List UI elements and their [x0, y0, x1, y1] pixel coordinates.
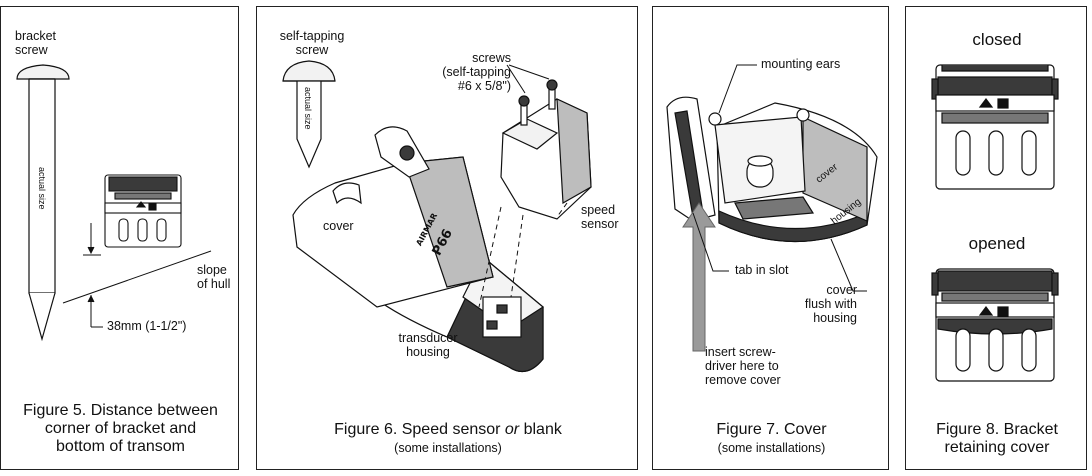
bracket-screw-illustration	[16, 64, 70, 342]
speed-sensor-label: speed sensor	[581, 203, 619, 231]
slope-of-hull-label: slope of hull	[197, 263, 231, 291]
actual-size-label-fig6: actual size	[303, 87, 313, 130]
figure-6-drawing	[282, 60, 592, 373]
bracket-screw-label: bracket screw	[15, 29, 56, 57]
caption-or: or	[504, 421, 520, 438]
cover-label: cover	[323, 219, 354, 233]
hull-slope-dimension	[62, 223, 212, 328]
mounting-ears-label: mounting ears	[761, 57, 841, 71]
caption-sub: (some installations)	[394, 441, 502, 455]
figure-7-panel: mounting ears cover housing tab in slot …	[652, 6, 889, 470]
figure-8-panel: closed opened Figure 8. Bracket retainin…	[905, 6, 1087, 470]
transducer-housing-label: transducer housing	[398, 331, 458, 359]
figure-7-caption: Figure 7. Cover (some installations)	[659, 421, 884, 457]
self-tapping-screw-illustration	[282, 60, 336, 169]
caption-part-2: blank	[519, 421, 562, 438]
figure-5-caption: Figure 5. Distance between corner of bra…	[23, 402, 218, 455]
bracket-opened-illustration	[931, 268, 1059, 382]
cover-illustration	[292, 126, 494, 308]
figure-8-caption: Figure 8. Bracket retaining cover	[936, 421, 1058, 456]
cover-flush-label: cover flush with housing	[804, 283, 857, 325]
figure-7-drawing	[666, 64, 878, 352]
caption-part-1: Figure 6. Speed sensor	[334, 421, 505, 438]
caption-sub: (some installations)	[717, 441, 826, 455]
figure-5-drawing	[16, 64, 212, 342]
opened-label: opened	[968, 234, 1026, 253]
figure-5-panel: bracket screw actual size slope of hull …	[0, 6, 239, 470]
figure-6-leaders	[478, 64, 568, 308]
cover-open-illustration	[666, 96, 878, 243]
closed-label: closed	[972, 30, 1022, 49]
actual-size-label: actual size	[37, 167, 47, 210]
self-tapping-screw-label: self-tapping screw	[279, 29, 345, 57]
figure-6-caption: Figure 6. Speed sensor or blank (some ins…	[265, 421, 631, 457]
insert-screwdriver-label: insert screw- driver here to remove cove…	[705, 345, 781, 387]
figure-7-leaders	[692, 64, 867, 292]
bracket-illustration	[104, 174, 182, 248]
screwdriver-arrow	[682, 202, 716, 352]
caption-main: Figure 7. Cover	[716, 421, 827, 438]
tab-in-slot-label: tab in slot	[735, 263, 789, 277]
figure-8-drawing	[931, 64, 1059, 382]
speed-sensor-illustration	[500, 79, 592, 220]
distance-label: 38mm (1-1/2")	[107, 319, 187, 333]
figure-6-panel: self-tapping screw actual size screws (s…	[256, 6, 638, 470]
bracket-closed-illustration	[931, 64, 1059, 190]
screws-label: screws (self-tapping #6 x 5/8")	[442, 51, 511, 93]
